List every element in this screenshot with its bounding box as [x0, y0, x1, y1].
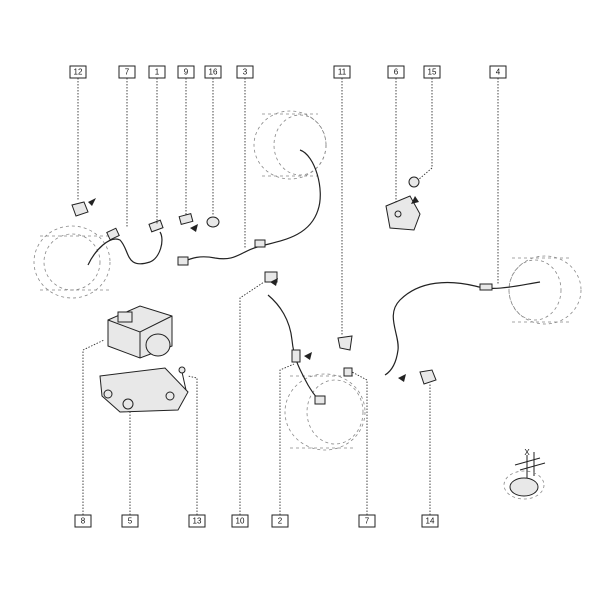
callout-14: 14: [421, 514, 439, 528]
sensor-cable-front-right: [177, 149, 321, 266]
svg-text:16: 16: [209, 68, 218, 77]
wheel-front-left: [33, 225, 112, 299]
bracket-6: [385, 195, 421, 231]
svg-text:13: 13: [193, 517, 202, 526]
callout-10: 10: [231, 514, 249, 528]
wheel-rear-left: [284, 373, 366, 451]
svg-text:7: 7: [365, 517, 370, 526]
clip-7b: [343, 367, 353, 377]
callout-9: 9: [177, 65, 195, 79]
svg-text:14: 14: [426, 517, 435, 526]
grommet-16: [206, 216, 220, 228]
svg-text:1: 1: [155, 68, 160, 77]
clip-12: [71, 201, 89, 217]
callout-13: 13: [188, 514, 206, 528]
callout-15: 15: [423, 65, 441, 79]
callout-11: 11: [333, 65, 351, 79]
sensor-cable-rear-right: [384, 281, 541, 376]
callout-3: 3: [236, 65, 254, 79]
detail-x-label: X: [524, 448, 530, 457]
detail-x: X: [503, 448, 546, 500]
svg-text:12: 12: [74, 68, 83, 77]
svg-text:11: 11: [338, 68, 347, 77]
wheel-rear-right: [508, 255, 582, 325]
clip-9: [178, 212, 194, 226]
sensor-cable-front-left: [87, 219, 164, 266]
svg-text:15: 15: [428, 68, 437, 77]
callout-5: 5: [121, 514, 139, 528]
sensor-cable-rear-left: [267, 294, 326, 405]
callout-6: 6: [387, 65, 405, 79]
clip-14: [419, 369, 437, 385]
svg-text:6: 6: [394, 68, 399, 77]
svg-text:7: 7: [125, 68, 130, 77]
svg-text:8: 8: [81, 517, 86, 526]
nut-15: [408, 176, 420, 188]
mounting-bracket: [99, 367, 189, 413]
svg-text:3: 3: [243, 68, 248, 77]
callout-8: 8: [74, 514, 92, 528]
svg-text:4: 4: [496, 68, 501, 77]
bolt-13: [178, 366, 187, 391]
wheel-front-right: [253, 110, 327, 180]
callout-7-top: 7: [118, 65, 136, 79]
callout-2: 2: [271, 514, 289, 528]
callout-16: 16: [204, 65, 222, 79]
callout-7-bottom: 7: [358, 514, 376, 528]
svg-text:10: 10: [236, 517, 245, 526]
leader-lines: [77, 78, 499, 515]
svg-text:2: 2: [278, 517, 283, 526]
svg-text:5: 5: [128, 517, 133, 526]
callout-12: 12: [69, 65, 87, 79]
svg-text:9: 9: [184, 68, 189, 77]
callout-1: 1: [148, 65, 166, 79]
abs-hydraulic-unit: [107, 305, 173, 359]
clip-11: [337, 335, 353, 351]
direction-arrows: [88, 196, 419, 382]
callout-4: 4: [489, 65, 507, 79]
